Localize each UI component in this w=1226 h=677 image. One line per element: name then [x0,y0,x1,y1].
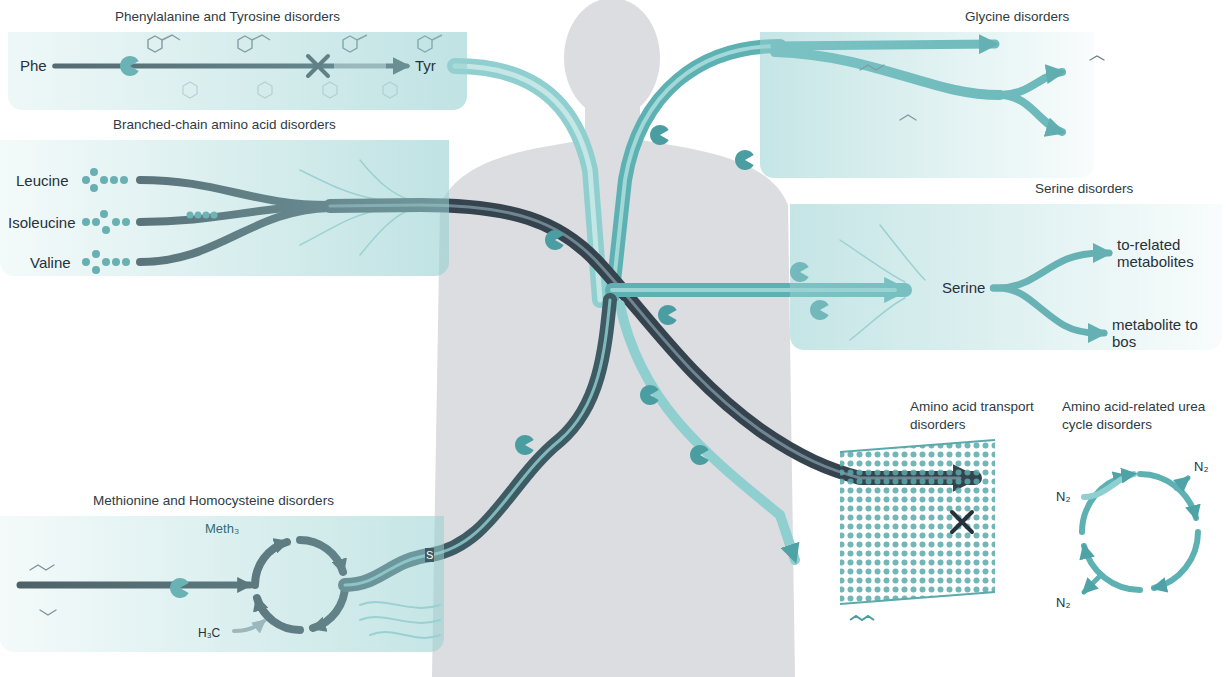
pathway-panel: Branched-chain amino acid disorders [0,116,449,276]
panel-heading: Methionine and Homocysteine disorders [93,492,444,510]
phe-tyr-pipe [455,66,600,300]
enzyme-icon [640,385,659,405]
panel-heading: Amino acid transport disorders [910,398,1050,434]
pathway-panel: Serine disordersSerine to-related metabol… [790,180,1222,350]
chemical-label: S [425,548,434,562]
panel-heading: Branched-chain amino acid disorders [113,116,449,134]
glycine-pipe [612,46,780,300]
term-text: Tyr [413,56,438,76]
body-silhouette [432,0,795,677]
urea-cycle [1140,474,1196,518]
metabolite-term: to-related metabolites [1115,235,1209,271]
enzyme-icon [650,125,669,145]
section-heading: Amino acid transport disorders [815,398,1055,438]
body-silhouette [432,105,795,677]
cell-membrane [840,440,995,620]
enzyme-icon [658,305,677,325]
urea-cycle [1082,474,1198,592]
amino-acid-term: Phe [18,56,49,76]
nitrogen-label: N₂ [1056,488,1070,506]
chemical-label: Meth₃ [205,520,239,538]
urea-cycle [1084,474,1134,497]
glycine-pipe [612,46,780,300]
chemical-label: H₃C [198,624,220,642]
term-text: to-related metabolites [1115,235,1209,271]
blocked-mark [952,512,972,532]
transport-pipe [620,305,795,560]
metabolite-term: metabolite to bos [1110,315,1204,351]
urea-cycle [1082,476,1126,532]
term-text: Phe [18,56,49,76]
enzyme-icon [735,150,754,170]
panel-heading: Amino acid-related urea cycle disorders [1062,398,1217,434]
nitrogen-label: N₂ [1056,594,1070,612]
nitrogen-label: N₂ [1194,458,1208,476]
panel-heading: Glycine disorders [965,8,1094,26]
section-heading: Amino acid-related urea cycle disorders [1062,398,1222,438]
amino-acid-label: Isoleucine [8,214,76,232]
amino-acid-label: Valine [30,254,71,272]
body-silhouette [564,0,660,118]
urea-cycle [1154,532,1198,588]
amino-acid-label: Leucine [16,172,69,190]
enzyme-icon [690,445,709,465]
urea-cycle [1084,576,1100,592]
amino-acid-term: Tyr [413,56,438,76]
enzyme-icon [545,230,564,250]
panel-heading: Phenylalanine and Tyrosine disorders [115,8,467,26]
urea-cycle [1176,478,1188,488]
pathway-panel: Methionine and Homocysteine disorders [0,492,444,652]
amino-acid-term: Serine [940,278,987,298]
enzyme-icon [515,435,534,455]
term-text: Serine [940,278,987,298]
cell-membrane [840,440,995,604]
pathway-panel: Phenylalanine and Tyrosine disordersPhe T… [8,8,467,110]
phe-tyr-pipe [455,66,600,300]
term-text: metabolite to bos [1110,315,1204,351]
cell-membrane [850,616,874,620]
phe-tyr-pipe [455,66,600,300]
transport-pipe [620,305,795,560]
pathway-panel: Glycine disorders [760,8,1094,178]
cell-membrane [840,440,995,604]
panel-heading: Serine disorders [1035,180,1222,198]
